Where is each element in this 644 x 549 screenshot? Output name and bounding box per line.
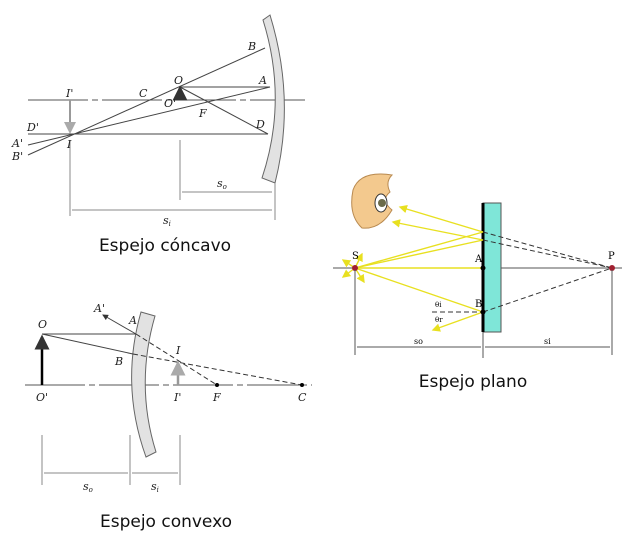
label-i-prime: I' <box>65 87 73 100</box>
label-f: F <box>198 107 207 120</box>
label-a: A <box>128 314 137 327</box>
caption-convex: Espejo convexo <box>100 512 232 532</box>
label-b: B <box>114 355 123 368</box>
label-o-prime: O' <box>164 97 176 110</box>
label-i-prime: I' <box>173 391 181 404</box>
label-i: I <box>175 344 181 357</box>
label-theta-i: θi <box>435 301 442 309</box>
source-point <box>352 265 358 271</box>
ray-b <box>27 47 266 156</box>
label-so: so <box>83 480 93 494</box>
concave-mirror <box>261 14 285 184</box>
label-a-prime: A' <box>93 302 105 315</box>
label-si: si <box>163 214 171 228</box>
label-f: F <box>212 391 221 404</box>
label-b: B <box>475 299 482 310</box>
ray-a <box>27 86 271 146</box>
label-a: A <box>258 74 267 87</box>
label-b-prime: B' <box>11 150 23 163</box>
label-a-prime: A' <box>11 137 23 150</box>
label-a: A <box>474 254 483 265</box>
ray-o-d <box>179 86 269 135</box>
label-o-prime: O' <box>36 391 48 404</box>
label-d-prime: D' <box>26 121 39 134</box>
label-c: C <box>139 87 148 100</box>
label-i: I <box>66 138 72 151</box>
label-o: O <box>174 74 183 87</box>
label-c: C <box>298 391 307 404</box>
convex-mirror-diagram: A' A O B I O' I' F C so si Espejo convex… <box>25 302 312 532</box>
label-so: so <box>414 337 423 346</box>
label-theta-r: θr <box>435 316 443 324</box>
eye-icon <box>351 173 394 229</box>
concave-mirror-diagram: B O A I' C O' F D D' A' B' I so si Espej… <box>11 14 305 256</box>
label-o: O <box>38 318 47 331</box>
caption-concave: Espejo cóncavo <box>99 236 231 256</box>
label-s: S <box>352 251 359 262</box>
glass-plate <box>482 202 502 333</box>
label-p: P <box>608 251 615 262</box>
label-si: si <box>151 480 159 494</box>
image-point <box>609 265 615 271</box>
label-si: si <box>544 337 551 346</box>
caption-plane: Espejo plano <box>419 372 527 392</box>
label-b: B <box>247 40 256 53</box>
plane-mirror-diagram: S A B P θi θr so si Espejo plano <box>333 173 622 392</box>
convex-mirror <box>131 311 157 458</box>
label-d: D <box>255 118 265 131</box>
label-so: so <box>217 177 227 191</box>
